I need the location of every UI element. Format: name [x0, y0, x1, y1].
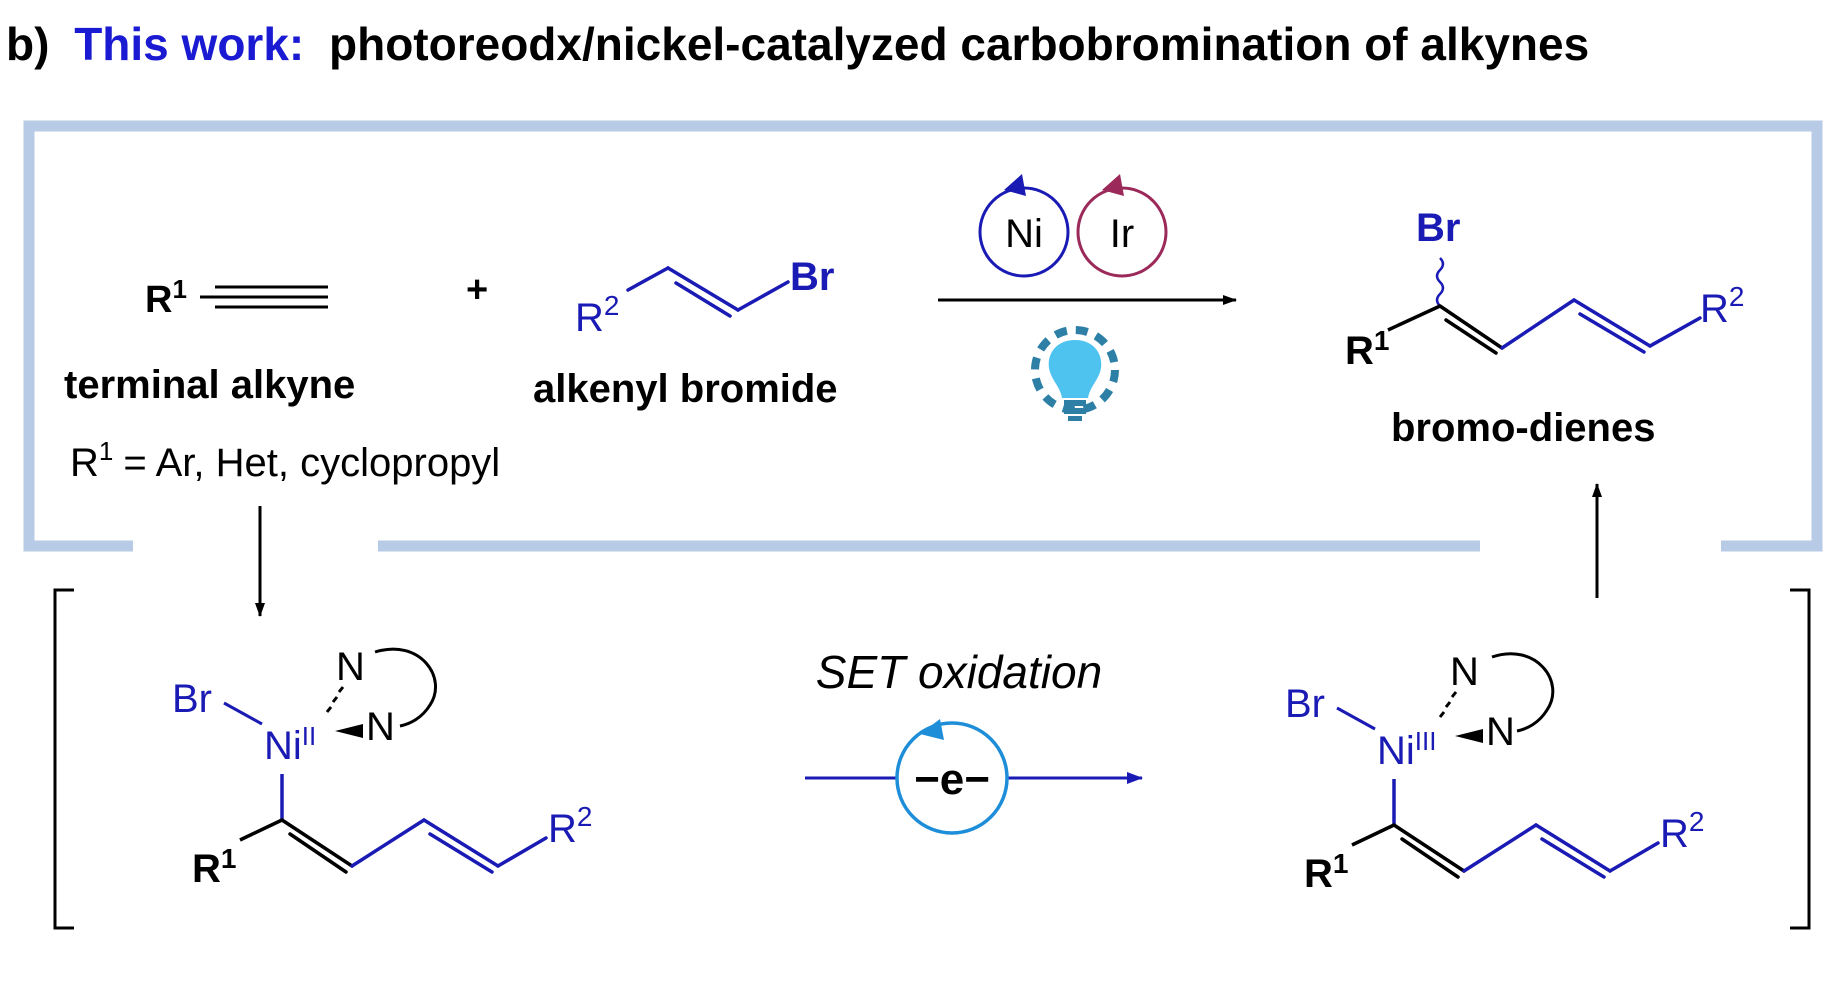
ni-cycle-arrowhead-icon — [1004, 174, 1026, 196]
int2-br-label: Br — [1285, 682, 1325, 726]
int2-ni-label: NiIII — [1377, 726, 1436, 773]
alkenyl-bromide: R2 Br alkenyl bromide — [533, 255, 838, 411]
alkyne-scope: R1= Ar, Het, cyclopropyl — [70, 436, 500, 485]
set-oxidation-label: SET oxidation — [816, 646, 1102, 698]
product-r2-label: R2 — [1700, 281, 1744, 331]
int1-r1-label: R1 — [192, 843, 236, 891]
alkenyl-r2-label: R2 — [575, 290, 619, 340]
nickel-ii-intermediate: Br NiII N N R1 R2 — [172, 645, 592, 891]
product-br-label: Br — [1416, 206, 1460, 250]
plus-sign: + — [466, 269, 488, 311]
nickel-iii-intermediate: Br NiIII N N R1 R2 — [1285, 650, 1704, 896]
product-r1-label: R1 — [1345, 325, 1389, 373]
int2-ligand-arc — [1491, 652, 1555, 733]
terminal-alkyne: R1 terminal alkyne R1= Ar, Het, cyclopro… — [64, 274, 500, 485]
int2-r1-label: R1 — [1304, 848, 1348, 896]
scheme-title: b) This work: photoreodx/nickel-catalyze… — [6, 18, 1589, 70]
left-bracket — [53, 588, 74, 930]
catalyst-ni: Ni — [1005, 212, 1043, 256]
electron-loss-label: −e− — [914, 755, 990, 804]
alkenyl-br-label: Br — [790, 255, 834, 299]
reaction-frame — [23, 120, 1823, 552]
int2-n-top: N — [1450, 650, 1479, 694]
int2-n-right: N — [1486, 710, 1515, 754]
int1-ligand-arc — [374, 647, 437, 728]
alkyne-triple-bond — [200, 285, 328, 309]
light-bulb-icon — [1031, 326, 1119, 421]
set-oxidation-step: SET oxidation −e− — [805, 646, 1143, 835]
product-label: bromo-dienes — [1391, 406, 1655, 450]
catalyst-ir: Ir — [1110, 212, 1134, 256]
int1-r2-label: R2 — [548, 801, 592, 851]
int1-ni-label: NiII — [264, 721, 316, 768]
int1-br-label: Br — [172, 677, 212, 721]
int2-r2-label: R2 — [1660, 806, 1704, 856]
alkyne-label: terminal alkyne — [64, 363, 355, 407]
int1-n-right: N — [366, 705, 395, 749]
title-highlight: This work: — [74, 18, 304, 70]
catalyst-system: Ni Ir — [938, 174, 1237, 421]
title-text: photoreodx/nickel-catalyzed carbobromina… — [329, 18, 1589, 70]
alkyne-r1-label: R1 — [145, 274, 187, 321]
int1-n-top: N — [336, 645, 365, 689]
alkenyl-label: alkenyl bromide — [533, 367, 838, 411]
wavy-bond-icon — [1435, 257, 1445, 307]
title-prefix: b) — [6, 18, 49, 70]
ir-cycle-arrowhead-icon — [1102, 174, 1124, 196]
electron-cycle-icon — [895, 721, 1009, 835]
electron-cycle-arrowhead-icon — [920, 719, 944, 740]
product-bromodiene: Br R1 R2 bromo-dienes — [1345, 206, 1744, 450]
right-bracket — [1790, 588, 1811, 930]
